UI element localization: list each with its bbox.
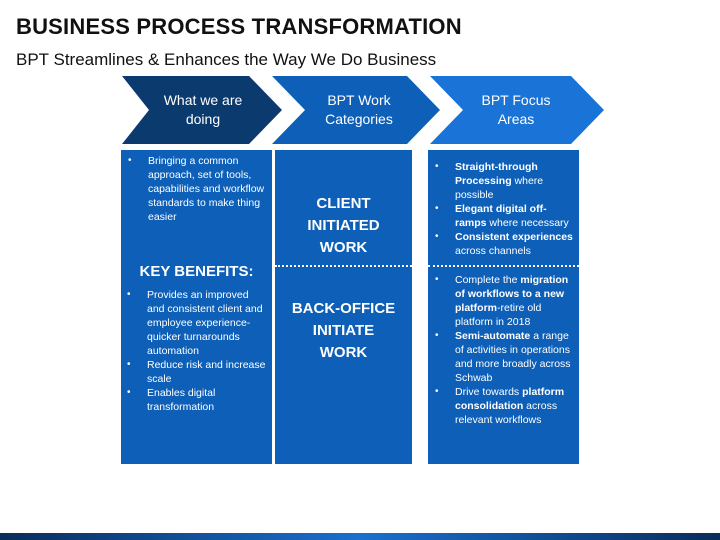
list-item: •Provides an improved and consistent cli… (127, 289, 263, 357)
list-item: •Elegant digital off-ramps where necessa… (435, 203, 569, 229)
back-office-focus-list: •Complete the migration of workflows to … (435, 273, 575, 427)
page-subtitle: BPT Streamlines & Enhances the Way We Do… (16, 50, 437, 69)
client-focus-list: •Straight-through Processing where possi… (435, 160, 575, 258)
list-item: •Complete the migration of workflows to … (435, 274, 569, 328)
category-divider-2 (275, 265, 412, 267)
chevron-arrow-3 (430, 76, 604, 144)
page-title: BUSINESS PROCESS TRANSFORMATION (16, 14, 462, 39)
chevron-label-2: BPT Work Categories (325, 92, 393, 127)
list-item: •Drive towards platform consolidation ac… (435, 386, 565, 426)
benefits-list: •Provides an improved and consistent cli… (127, 288, 267, 414)
intro-list: •Bringing a common approach, set of tool… (128, 154, 266, 224)
client-initiated-work-label: CLIENT INITIATED WORK (307, 195, 380, 256)
list-item: •Straight-through Processing where possi… (435, 161, 544, 201)
work-categories-panel (275, 150, 412, 464)
chevron-arrow-2 (272, 76, 440, 144)
list-item: •Bringing a common approach, set of tool… (128, 155, 265, 223)
list-item: •Reduce risk and increase scale (127, 359, 266, 385)
key-benefits-heading: KEY BENEFITS: (139, 263, 254, 280)
list-item: •Semi-automate a range of activities in … (435, 330, 571, 384)
list-item: •Consistent experiences across channels (435, 231, 573, 257)
category-divider-3 (428, 265, 579, 267)
chevron-label-1: What we are doing (163, 92, 243, 127)
bottom-accent-bar (0, 533, 720, 540)
list-item: •Enables digital transformation (127, 387, 216, 413)
chevron-label-3: BPT Focus Areas (481, 92, 551, 127)
chevron-arrow-1 (122, 76, 282, 144)
what-we-are-doing-panel (121, 150, 272, 464)
focus-areas-panel (428, 150, 579, 464)
back-office-work-label: BACK-OFFICE INITIATE WORK (291, 300, 396, 361)
